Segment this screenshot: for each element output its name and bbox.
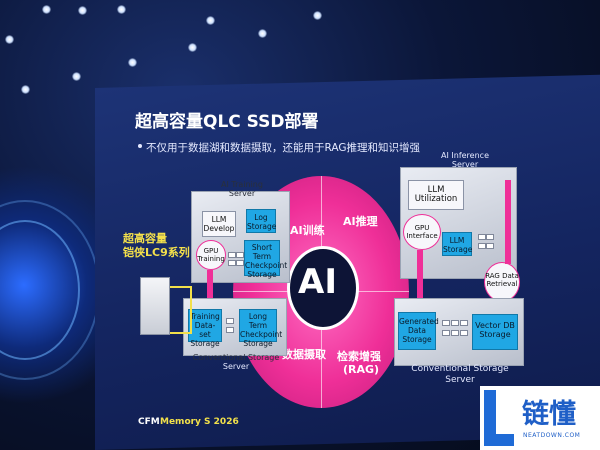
slide-title: 超高容量QLC SSD部署 [135, 112, 319, 132]
ceiling-light [258, 29, 267, 38]
ai-core-label: AI [298, 262, 337, 302]
watermark-logo-mark [484, 390, 496, 446]
llm-storage-card: LLM Storage [442, 232, 472, 256]
gpu-interface-card: GPU Interface [403, 214, 441, 250]
ssd-icon [451, 330, 459, 336]
quadrant-label-rag-sub: (RAG) [343, 363, 380, 376]
ssd-icon [442, 320, 450, 326]
quadrant-label-ingestion: 数据摄取 [282, 348, 326, 361]
ceiling-light [42, 5, 51, 14]
ssd-icon [442, 330, 450, 336]
training-server-label: AI Training Server [212, 180, 272, 198]
quadrant-label-inference: AI推理 [343, 215, 378, 228]
inference-server-label-line2: Server [451, 160, 479, 169]
slide-bullet: 不仅用于数据湖和数据摄取，还能用于RAG推理和知识增强 [146, 142, 421, 154]
short-checkpoint-card: Short Term Checkpoint Storage [244, 240, 287, 279]
ssd-icon [236, 260, 244, 266]
pink-arrow-right [505, 180, 511, 264]
vector-db-card: Vector DB Storage [472, 314, 518, 350]
ssd-icon [451, 320, 459, 326]
product-label: 超高容量 铠侠LC9系列 [123, 232, 190, 260]
pink-arrow-down [417, 250, 423, 302]
ceiling-light [78, 6, 87, 15]
ssd-icon [226, 318, 234, 324]
bullet-dot [138, 144, 142, 148]
ceiling-light [313, 11, 322, 20]
ai-core-ring [287, 246, 359, 330]
conv-storage-left-label: Conventional Storage Server [190, 353, 282, 371]
ssd-product-image [140, 277, 170, 335]
ssd-icon [486, 234, 494, 240]
inference-server-label: AI Inference Server [430, 151, 500, 169]
log-storage-card: Log Storage [246, 209, 276, 233]
ceiling-light [117, 5, 126, 14]
ceiling-light [188, 43, 197, 52]
generated-data-card: Generated Data Storage [398, 312, 439, 350]
llm-develop-card: LLM Develop [202, 211, 236, 237]
ssd-icon [460, 330, 468, 336]
ssd-icon [460, 320, 468, 326]
watermark-name: 链懂 [522, 399, 576, 430]
gpu-training-card: GPU Training [196, 240, 226, 270]
training-dataset-card: Training Data-set Storage [188, 309, 222, 348]
ceiling-light [72, 72, 81, 81]
inference-server-label-line1: AI Inference [441, 151, 489, 160]
product-label-line2: 铠侠LC9系列 [123, 246, 190, 259]
ssd-icon [228, 252, 236, 258]
conv-storage-left-label-line1: Conventional Storage [192, 353, 280, 362]
conv-storage-left-label-line2: Server [222, 362, 250, 371]
ssd-icon [228, 260, 236, 266]
ceiling-light [206, 16, 215, 25]
quadrant-label-rag: 检索增强 [337, 350, 381, 363]
training-server-label-line1: AI Training [221, 180, 263, 189]
ssd-icon [236, 252, 244, 258]
training-server-label-line2: Server [228, 189, 256, 198]
product-label-line1: 超高容量 [123, 232, 167, 245]
watermark-logo-mark [484, 434, 514, 446]
memory-s-logo: Memory S 2026 [160, 417, 239, 427]
conv-storage-right-label: Conventional Storage Server [405, 364, 515, 386]
watermark-url: NEATDOWN.COM [523, 432, 581, 439]
pink-arrow-down [207, 270, 213, 310]
cfm-logo: CFM [138, 417, 160, 427]
conv-storage-right-label-line2: Server [445, 375, 475, 385]
yellow-connector [170, 286, 192, 334]
conv-storage-right-label-line1: Conventional Storage [411, 364, 509, 374]
rag-retrieval-card: RAG Data Retrieval [484, 262, 520, 302]
ssd-icon [478, 234, 486, 240]
ceiling-light [21, 85, 30, 94]
long-checkpoint-card: Long Term Checkpoint Storage [239, 309, 282, 348]
ssd-icon [226, 327, 234, 333]
ceiling-light [5, 35, 14, 44]
ssd-icon [478, 243, 486, 249]
ssd-icon [486, 243, 494, 249]
quadrant-label-training: AI训练 [290, 224, 325, 237]
ceiling-light [128, 58, 137, 67]
llm-utilization-card: LLM Utilization [408, 180, 464, 210]
